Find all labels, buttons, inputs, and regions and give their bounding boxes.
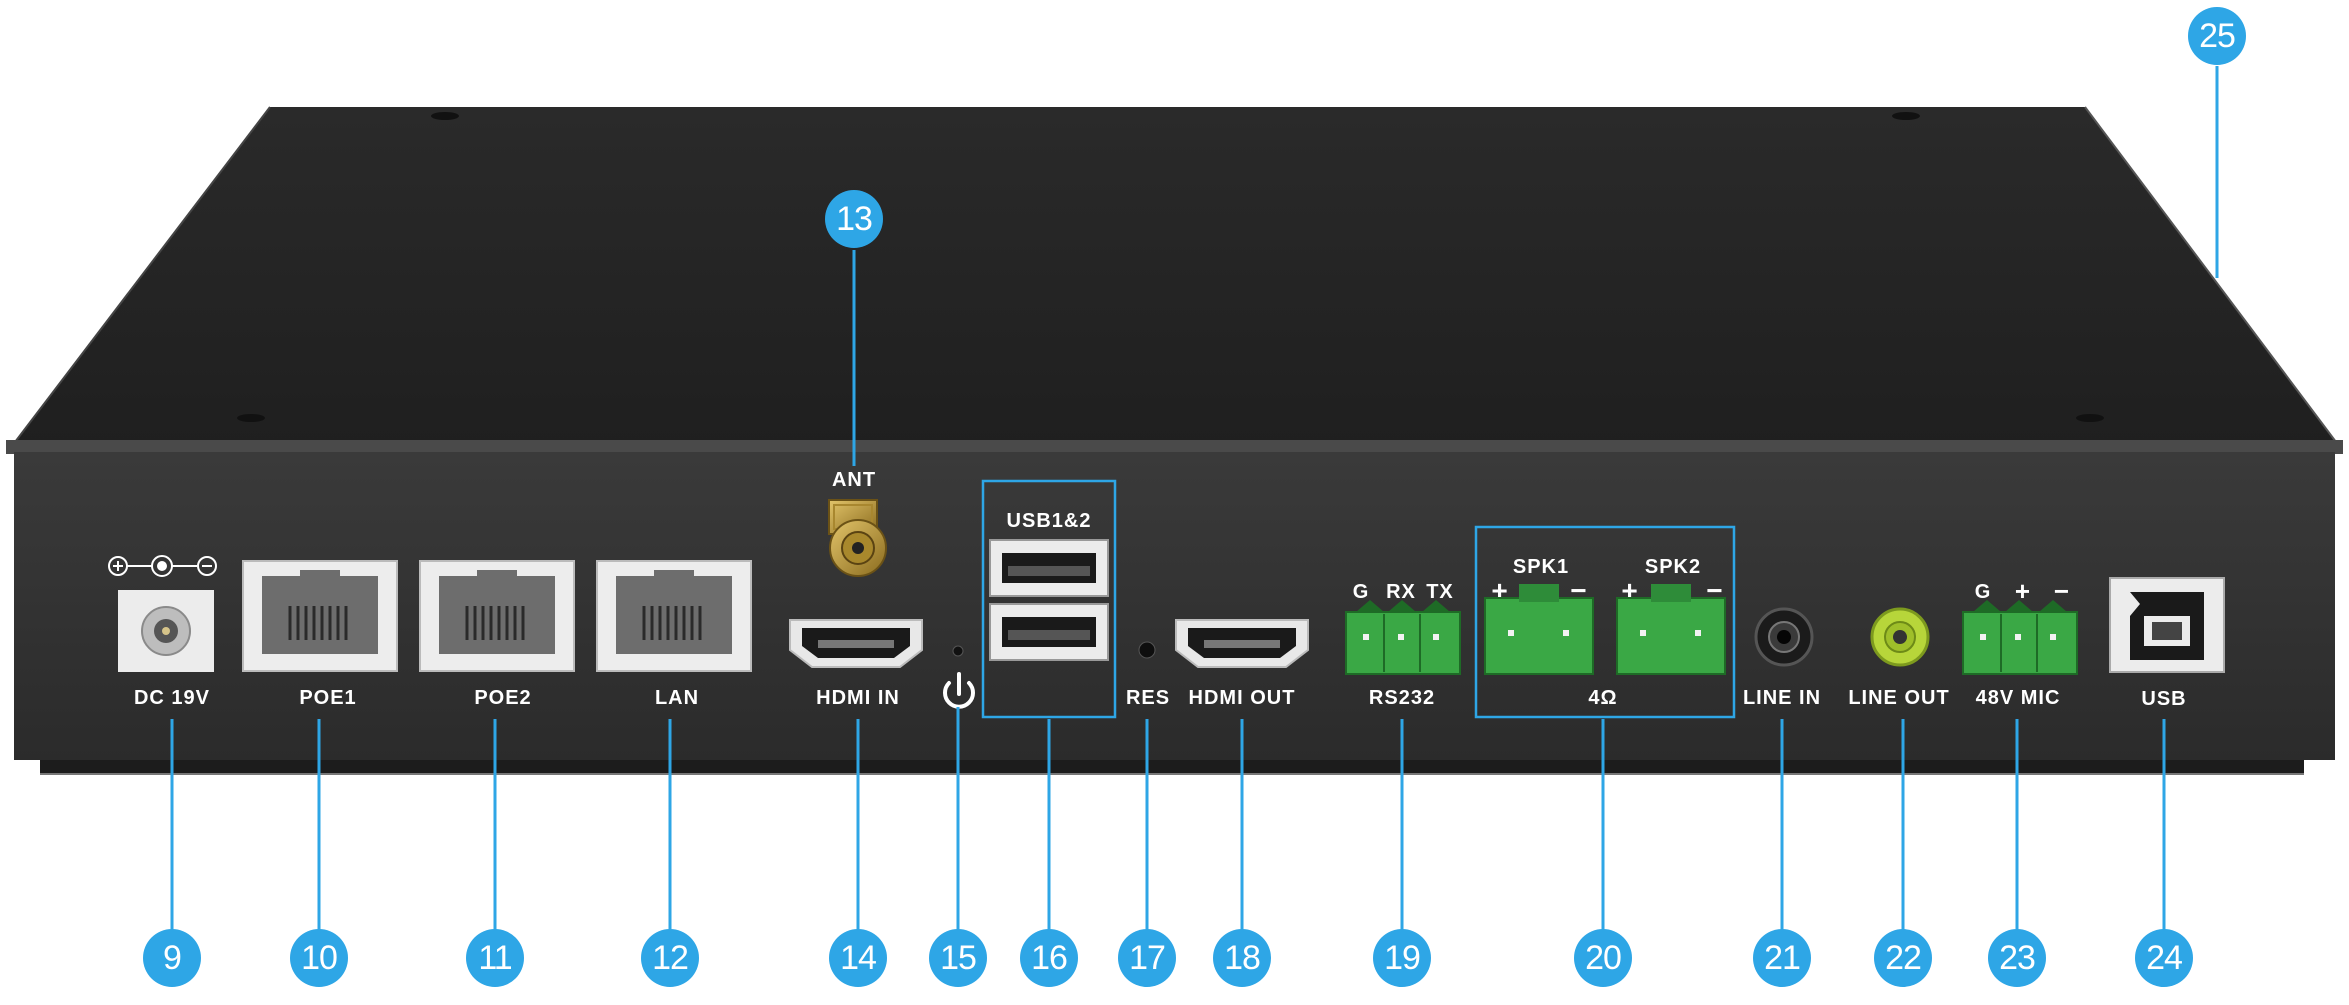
rs232-label: RS232: [1369, 687, 1435, 709]
usb-b-port: USB: [2109, 577, 2225, 710]
svg-text:9: 9: [163, 939, 181, 977]
line-in-jack: LINE IN: [1743, 607, 1821, 709]
chassis-front-rim: [6, 440, 2343, 454]
usb-label: USB: [2141, 688, 2186, 710]
mic-terminal: G + − 48V MIC: [1962, 576, 2078, 709]
callout-20: 20: [1574, 929, 1632, 987]
svg-text:14: 14: [840, 939, 876, 977]
res-label: RES: [1126, 687, 1170, 709]
spk1-terminal: [1484, 584, 1594, 675]
power-button: [943, 645, 975, 709]
callout-15: 15: [929, 929, 987, 987]
callout-25: 25: [2188, 7, 2246, 65]
callout-17: 17: [1118, 929, 1176, 987]
lan-label: LAN: [655, 687, 699, 709]
hdmi-in-port: HDMI IN: [789, 619, 923, 709]
svg-text:21: 21: [1764, 939, 1800, 977]
hdmi-out-label: HDMI OUT: [1189, 687, 1296, 709]
speaker-terminals: SPK1 SPK2 + − + − 4Ω: [1474, 525, 1736, 719]
speaker-group-box: [1474, 525, 1736, 719]
usb12-group-box: [981, 479, 1117, 719]
callout-13: 13: [825, 190, 883, 248]
usb12-ports: USB1&2: [981, 479, 1117, 719]
power-icon: [943, 672, 975, 709]
dc-polarity-icon: [108, 555, 217, 577]
svg-text:11: 11: [478, 939, 511, 977]
device-chassis: [6, 106, 2343, 775]
callout-14: 14: [829, 929, 887, 987]
mic-label: 48V MIC: [1976, 687, 2061, 709]
svg-text:20: 20: [1585, 939, 1621, 977]
usb12-label: USB1&2: [1007, 510, 1092, 532]
spk2-label: SPK2: [1645, 556, 1701, 578]
rs232-terminal: G RX TX RS232: [1345, 581, 1461, 709]
spk-impedance-label: 4Ω: [1588, 687, 1617, 709]
svg-text:13: 13: [836, 200, 872, 238]
spk1-label: SPK1: [1513, 556, 1569, 578]
svg-text:23: 23: [1999, 939, 2035, 977]
mic-pin-plus: +: [2015, 576, 2031, 606]
line-out-jack: LINE OUT: [1848, 607, 1949, 709]
callout-12: 12: [641, 929, 699, 987]
spk2-terminal: [1616, 584, 1726, 675]
svg-text:19: 19: [1384, 939, 1420, 977]
callout-18: 18: [1213, 929, 1271, 987]
svg-text:16: 16: [1031, 939, 1067, 977]
hdmi-out-port: HDMI OUT: [1175, 619, 1309, 709]
hdmi-in-label: HDMI IN: [816, 687, 900, 709]
mic-pin-minus: −: [2054, 576, 2070, 606]
lan-port: LAN: [596, 560, 752, 709]
callout-23: 23: [1988, 929, 2046, 987]
svg-text:22: 22: [1885, 939, 1921, 977]
svg-text:10: 10: [301, 939, 337, 977]
ant-connector: ANT: [828, 469, 887, 577]
mic-pin-g: G: [1975, 581, 1992, 603]
dc-19v-port: DC 19V: [108, 555, 217, 709]
svg-text:25: 25: [2199, 17, 2235, 55]
callout-24: 24: [2135, 929, 2193, 987]
ant-label: ANT: [832, 469, 876, 491]
poe2-port: POE2: [419, 560, 575, 709]
callout-9: 9: [143, 929, 201, 987]
callout-16: 16: [1020, 929, 1078, 987]
callout-22: 22: [1874, 929, 1932, 987]
svg-text:15: 15: [940, 939, 976, 977]
dc-19v-label: DC 19V: [134, 687, 210, 709]
poe1-label: POE1: [299, 687, 356, 709]
callout-11: 11: [466, 929, 524, 987]
svg-text:12: 12: [652, 939, 688, 977]
callout-10: 10: [290, 929, 348, 987]
svg-text:24: 24: [2146, 939, 2182, 977]
line-in-label: LINE IN: [1743, 687, 1821, 709]
line-out-label: LINE OUT: [1848, 687, 1949, 709]
chassis-rear-panel: [14, 452, 2335, 760]
rs232-pin-rx: RX: [1386, 581, 1416, 603]
svg-text:18: 18: [1224, 939, 1260, 977]
screw-icon: [237, 112, 2104, 422]
callout-19: 19: [1373, 929, 1431, 987]
callout-21: 21: [1753, 929, 1811, 987]
callout-badges: 9 10 11 12 13 14 15 16: [143, 7, 2246, 987]
poe1-port: POE1: [242, 560, 398, 709]
rs232-pin-tx: TX: [1426, 581, 1454, 603]
poe2-label: POE2: [474, 687, 531, 709]
svg-text:17: 17: [1129, 939, 1165, 977]
reset-button: RES: [1126, 641, 1170, 709]
rs232-pin-g: G: [1353, 581, 1370, 603]
callout-leader-lines: [170, 66, 2219, 932]
chassis-top: [12, 107, 2339, 446]
